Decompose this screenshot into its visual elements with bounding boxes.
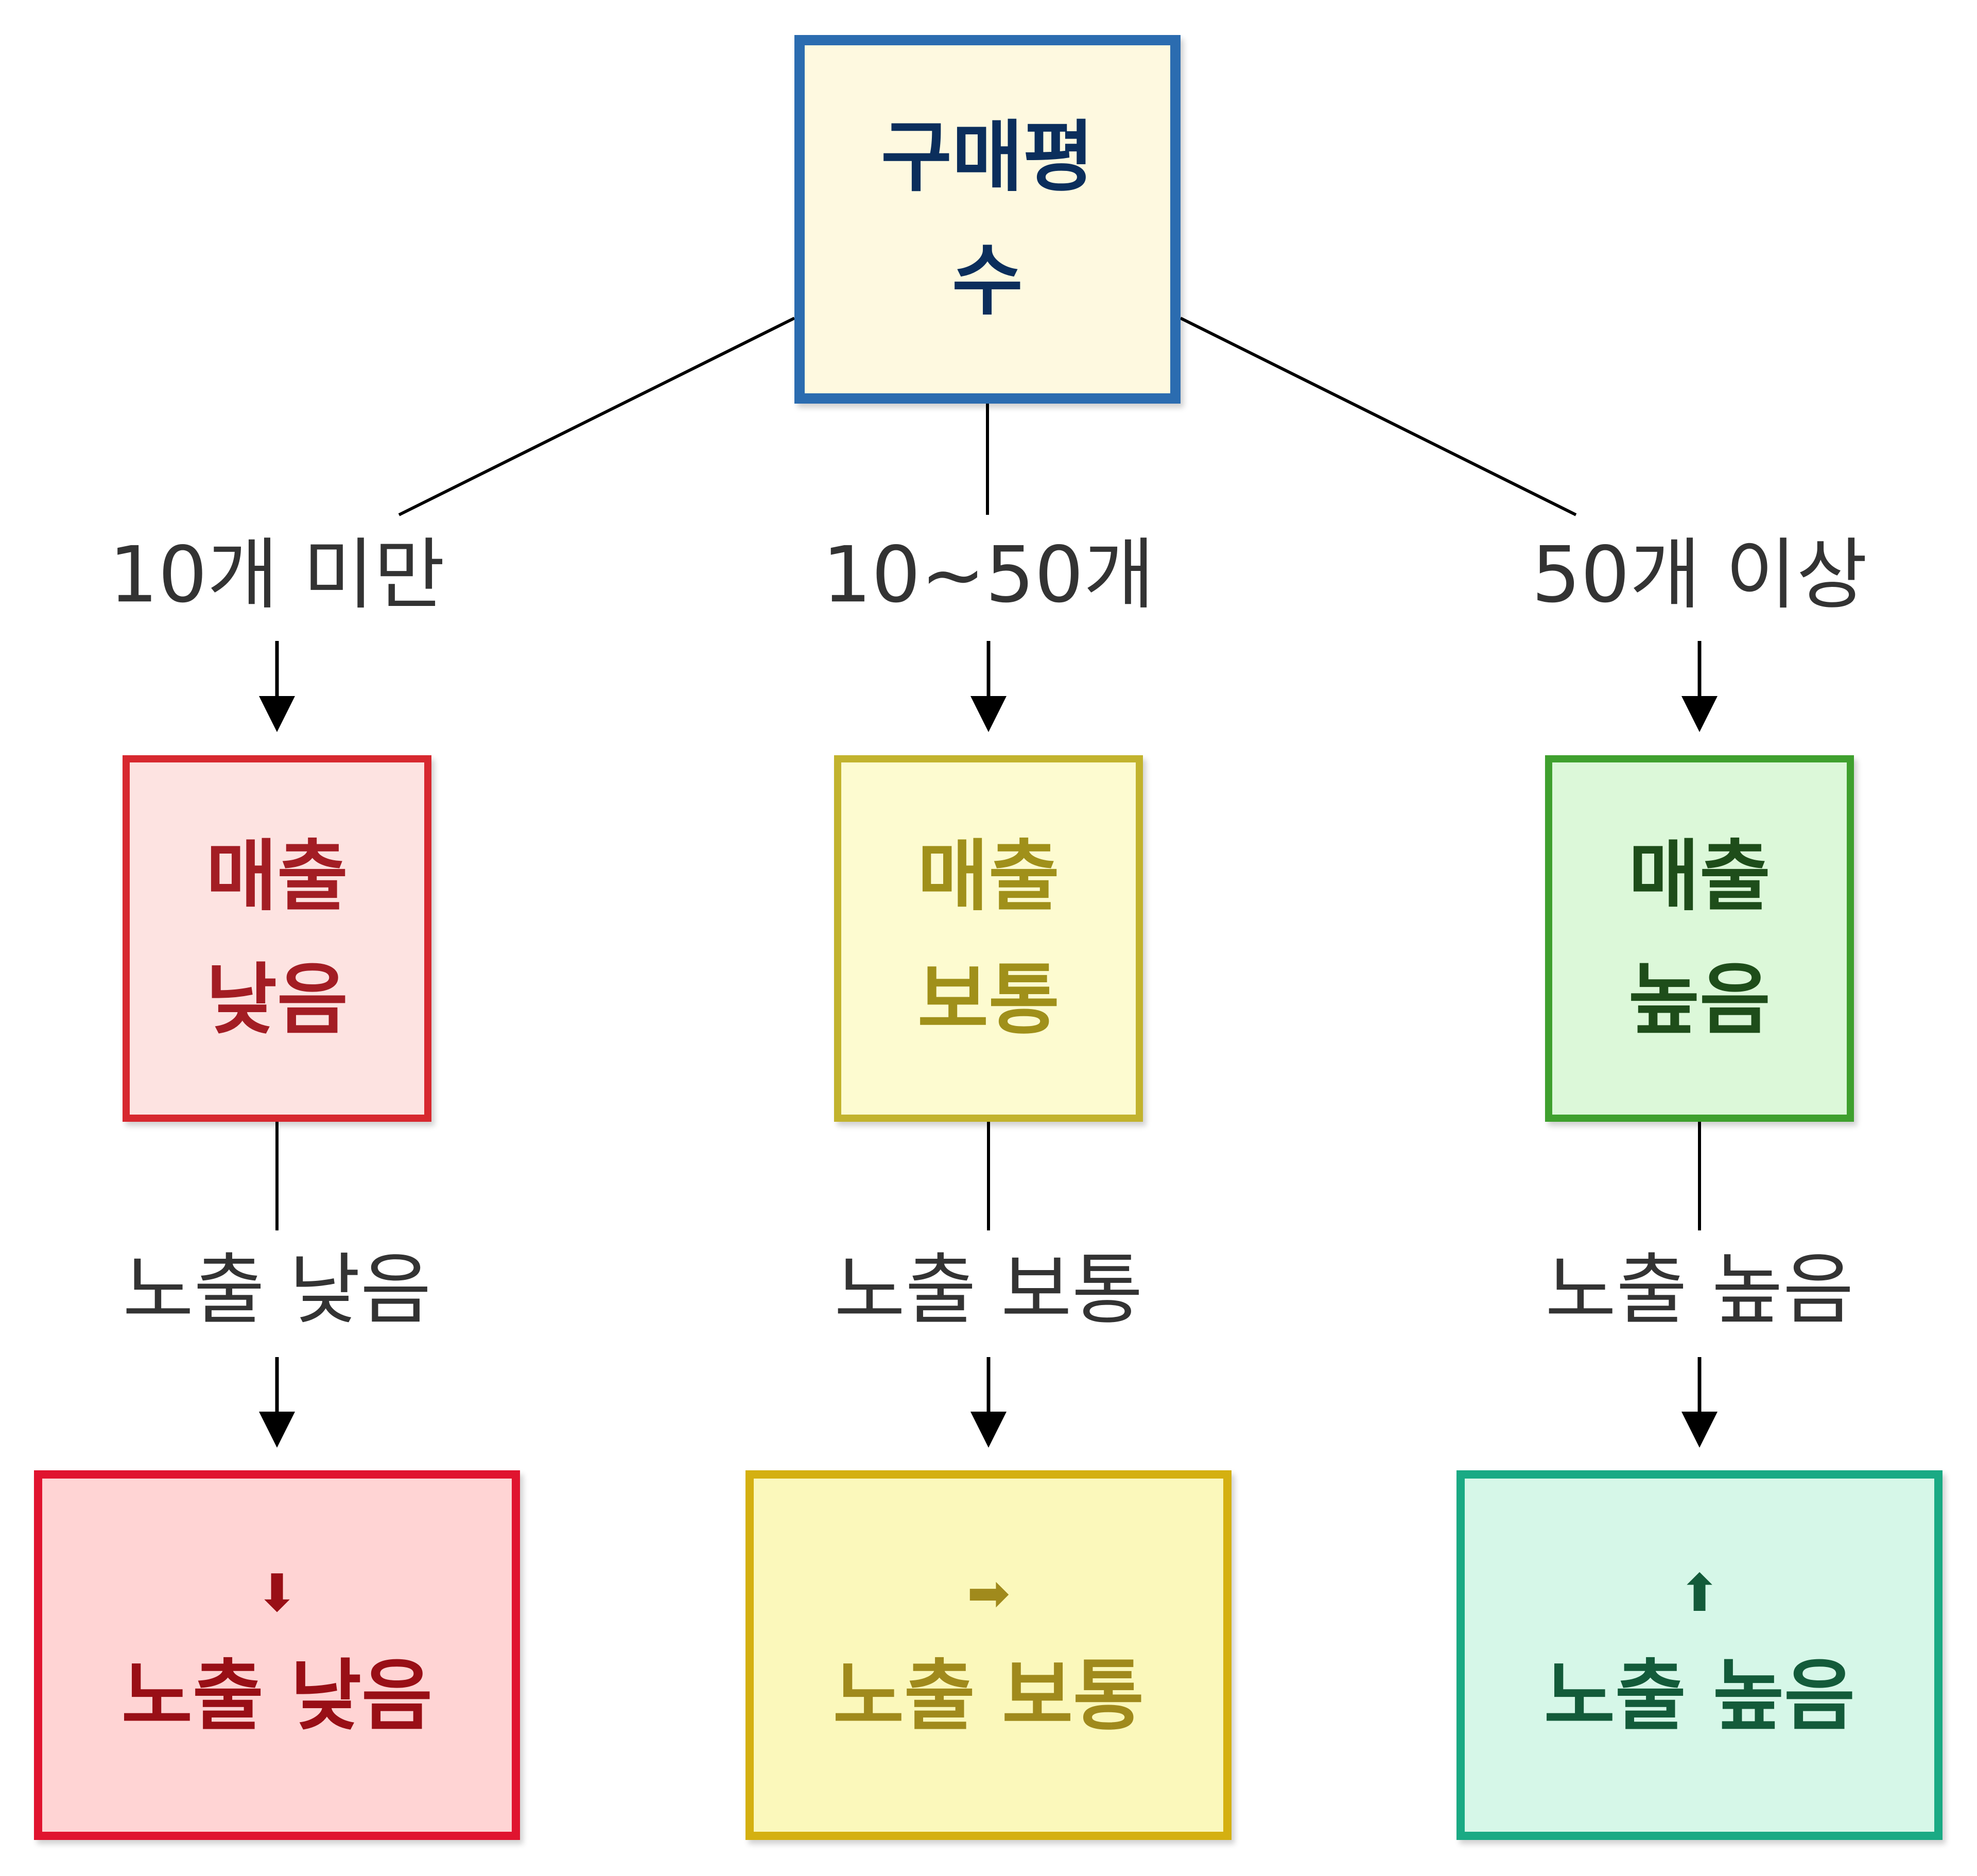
- right-arrow-icon: ➡: [967, 1563, 1010, 1623]
- edge-label-over-50: 50개 이상: [1516, 527, 1883, 624]
- sales-node-label: 매출 높음: [1628, 832, 1771, 1045]
- sales-node-low: 매출 낮음: [123, 755, 431, 1122]
- outcome-label: 노출 보통: [833, 1652, 1144, 1741]
- edge-label-exposure-medium: 노출 보통: [819, 1242, 1158, 1339]
- edge-label-exposure-high: 노출 높음: [1530, 1242, 1869, 1339]
- root-node: 구매평 수: [794, 35, 1181, 404]
- down-arrow-icon: ⬇: [255, 1563, 299, 1623]
- sales-node-medium: 매출 보통: [834, 755, 1143, 1122]
- up-arrow-icon: ⬆: [1678, 1563, 1721, 1623]
- sales-node-label: 매출 낮음: [205, 832, 348, 1045]
- edge-root-to-low: [398, 317, 795, 516]
- root-label: 구매평 수: [880, 113, 1094, 326]
- outcome-node-low: ⬇ 노출 낮음: [34, 1470, 520, 1840]
- outcome-node-medium: ➡ 노출 보통: [745, 1470, 1232, 1840]
- outcome-label: 노출 낮음: [121, 1652, 433, 1741]
- edge-label-under-10: 10개 미만: [93, 527, 461, 624]
- edge-label-exposure-low: 노출 낮음: [107, 1242, 447, 1339]
- outcome-label: 노출 높음: [1544, 1652, 1855, 1741]
- outcome-node-high: ⬆ 노출 높음: [1456, 1470, 1943, 1840]
- sales-node-high: 매출 높음: [1545, 755, 1854, 1122]
- sales-node-label: 매출 보통: [917, 832, 1060, 1045]
- edge-root-to-high: [1180, 317, 1577, 516]
- edge-label-10-to-50: 10~50개: [807, 527, 1170, 624]
